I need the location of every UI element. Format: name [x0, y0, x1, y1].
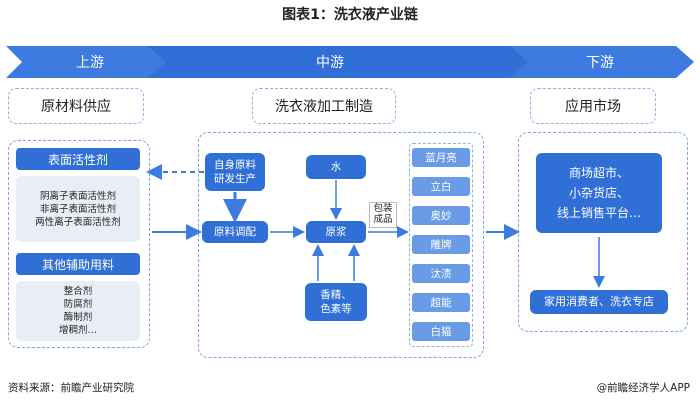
brand-item: 超能 [412, 293, 470, 312]
aux-item: 防腐剂 [63, 299, 93, 310]
blend-box: 原料调配 [202, 221, 268, 243]
brand-item: 白猫 [412, 322, 470, 341]
midstream-header: 洗衣液加工制造 [252, 88, 396, 124]
aux-material-label: 其他辅助用料 [16, 253, 140, 275]
source-note: 资料来源：前瞻产业研究院 [8, 382, 134, 394]
downstream-arrow-shape [510, 46, 694, 78]
channel-item: 线上销售平台… [556, 206, 641, 220]
aux-item: 增稠剂… [58, 325, 97, 336]
stage-arrows [6, 46, 694, 78]
brand-item: 奥妙 [412, 206, 470, 225]
self-rd-box: 自身原料 研发生产 [205, 153, 265, 191]
stage-upstream: 上游 [76, 55, 104, 71]
channel-item: 小杂货店、 [568, 186, 629, 200]
surfactant-list: 阴离子表面活性剂 非离子表面活性剂 两性离子表面活性剂 [16, 176, 140, 242]
brand-item: 蓝月亮 [412, 148, 470, 167]
water-box: 水 [306, 155, 366, 179]
brand-footer: @前瞻经济学人APP [593, 380, 690, 395]
slurry-box: 原浆 [306, 221, 366, 243]
upstream-arrow-shape [6, 46, 168, 78]
channels-box: 商场超市、 小杂货店、 线上销售平台… [536, 153, 662, 233]
aux-item: 酶制剂 [63, 312, 93, 323]
aux-item: 整合剂 [63, 286, 93, 297]
fragrance-box: 香精、 色素等 [305, 283, 367, 321]
upstream-header: 原材料供应 [8, 88, 144, 124]
aux-material-list: 整合剂 防腐剂 酶制剂 增稠剂… [16, 281, 140, 341]
channel-item: 商场超市、 [568, 166, 629, 180]
surfactant-item: 两性离子表面活性剂 [35, 216, 121, 228]
midstream-arrow-shape [148, 46, 530, 78]
consumers-box: 家用消费者、洗衣专店 [530, 290, 668, 314]
surfactant-label: 表面活性剂 [16, 148, 140, 170]
surfactant-item: 非离子表面活性剂 [39, 203, 116, 215]
stage-midstream: 中游 [316, 55, 344, 71]
surfactant-item: 阴离子表面活性剂 [39, 190, 116, 202]
brand-item: 汰渍 [412, 264, 470, 283]
chart-title: 图表1：洗衣液产业链 [282, 7, 418, 23]
brand-footer-text: @前瞻经济学人APP [596, 382, 690, 394]
downstream-header: 应用市场 [530, 88, 656, 124]
pack-label: 包装 成品 [369, 202, 397, 228]
stage-downstream: 下游 [586, 55, 614, 71]
brand-item: 立白 [412, 177, 470, 196]
brand-item: 雕牌 [412, 235, 470, 254]
brand-column [409, 143, 473, 347]
